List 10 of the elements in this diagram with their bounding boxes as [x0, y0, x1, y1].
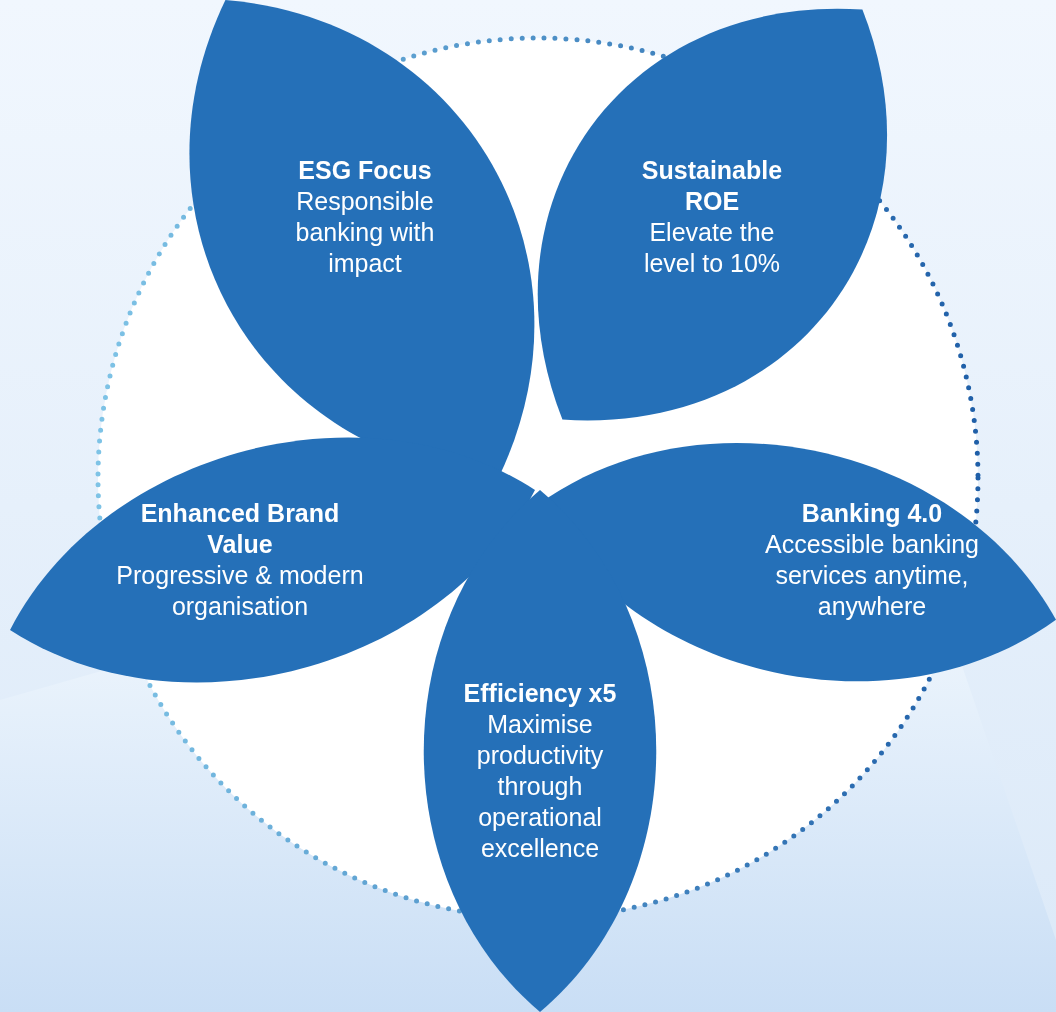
petal-heading: ESG Focus: [297, 155, 433, 186]
petal-description: Elevate the level to 10%: [642, 217, 782, 279]
petal-heading: Banking 4.0: [800, 498, 944, 529]
petal-description: Progressive & modern organisation: [115, 560, 365, 622]
petal-heading: Enhanced Brand Value: [139, 498, 341, 560]
petal-description: Responsible banking with impact: [294, 186, 436, 279]
petal-description: Maximise productivity through operational excellence: [475, 709, 605, 864]
petal-description: Accessible banking services anytime, anywhere: [764, 529, 980, 622]
petal-heading: Sustainable ROE: [640, 155, 784, 217]
petal-heading: Efficiency x5: [462, 678, 618, 709]
